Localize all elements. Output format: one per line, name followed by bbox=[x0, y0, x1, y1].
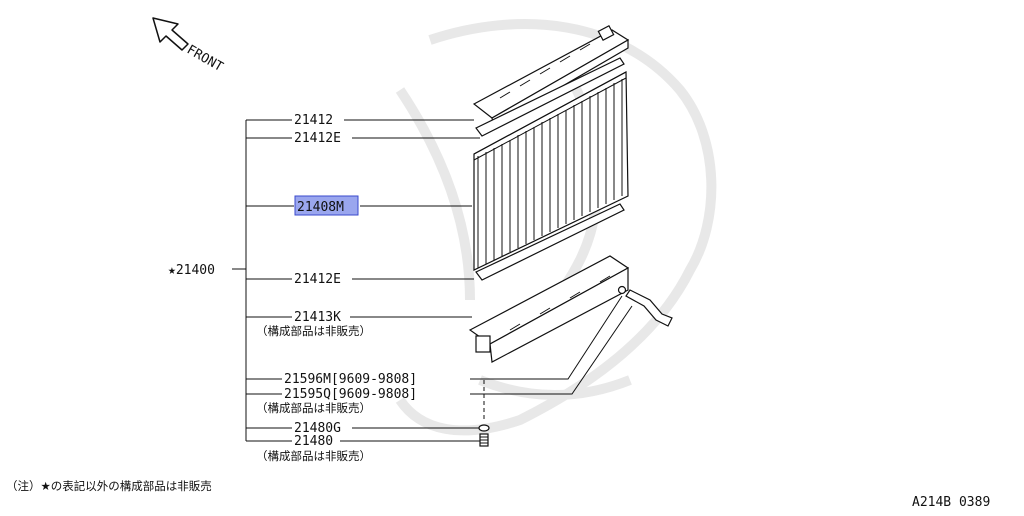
callout-21413K-note: （構成部品は非販売） bbox=[256, 324, 371, 338]
assembly-bracket bbox=[232, 119, 294, 442]
figure-code: A214B 0389 bbox=[912, 495, 990, 510]
callout-21595Q-note: （構成部品は非販売） bbox=[256, 401, 371, 415]
callout-21412E-top[interactable]: 21412E bbox=[294, 131, 341, 146]
drain-plug-21596M bbox=[617, 285, 673, 327]
callout-21412E-bottom[interactable]: 21412E bbox=[294, 272, 341, 287]
assembly-label-21400[interactable]: ★21400 bbox=[168, 263, 215, 278]
front-arrow-icon bbox=[152, 17, 189, 51]
callout-21480-note: （構成部品は非販売） bbox=[256, 449, 371, 463]
callout-21413K[interactable]: 21413K bbox=[294, 310, 341, 325]
bolt-21480 bbox=[478, 424, 490, 447]
leader-lines bbox=[340, 119, 633, 442]
seal-21412E-bottom bbox=[475, 203, 625, 281]
front-label: FRONT bbox=[184, 42, 226, 75]
footnote: （注）★の表記以外の構成部品は非販売 bbox=[6, 479, 212, 493]
callout-21596M[interactable]: 21596M[9609-9808] bbox=[284, 372, 417, 387]
highlight-21408M bbox=[294, 195, 359, 216]
callout-21412[interactable]: 21412 bbox=[294, 113, 333, 128]
callout-21480G[interactable]: 21480G bbox=[294, 421, 341, 436]
radiator-core-21408M bbox=[473, 71, 629, 271]
seal-21412E-top bbox=[475, 57, 625, 137]
callout-21480[interactable]: 21480 bbox=[294, 434, 333, 449]
lower-tank-21413K bbox=[468, 255, 630, 363]
callout-21595Q[interactable]: 21595Q[9609-9808] bbox=[284, 387, 417, 402]
callout-21408M[interactable]: 21408M bbox=[297, 200, 344, 215]
